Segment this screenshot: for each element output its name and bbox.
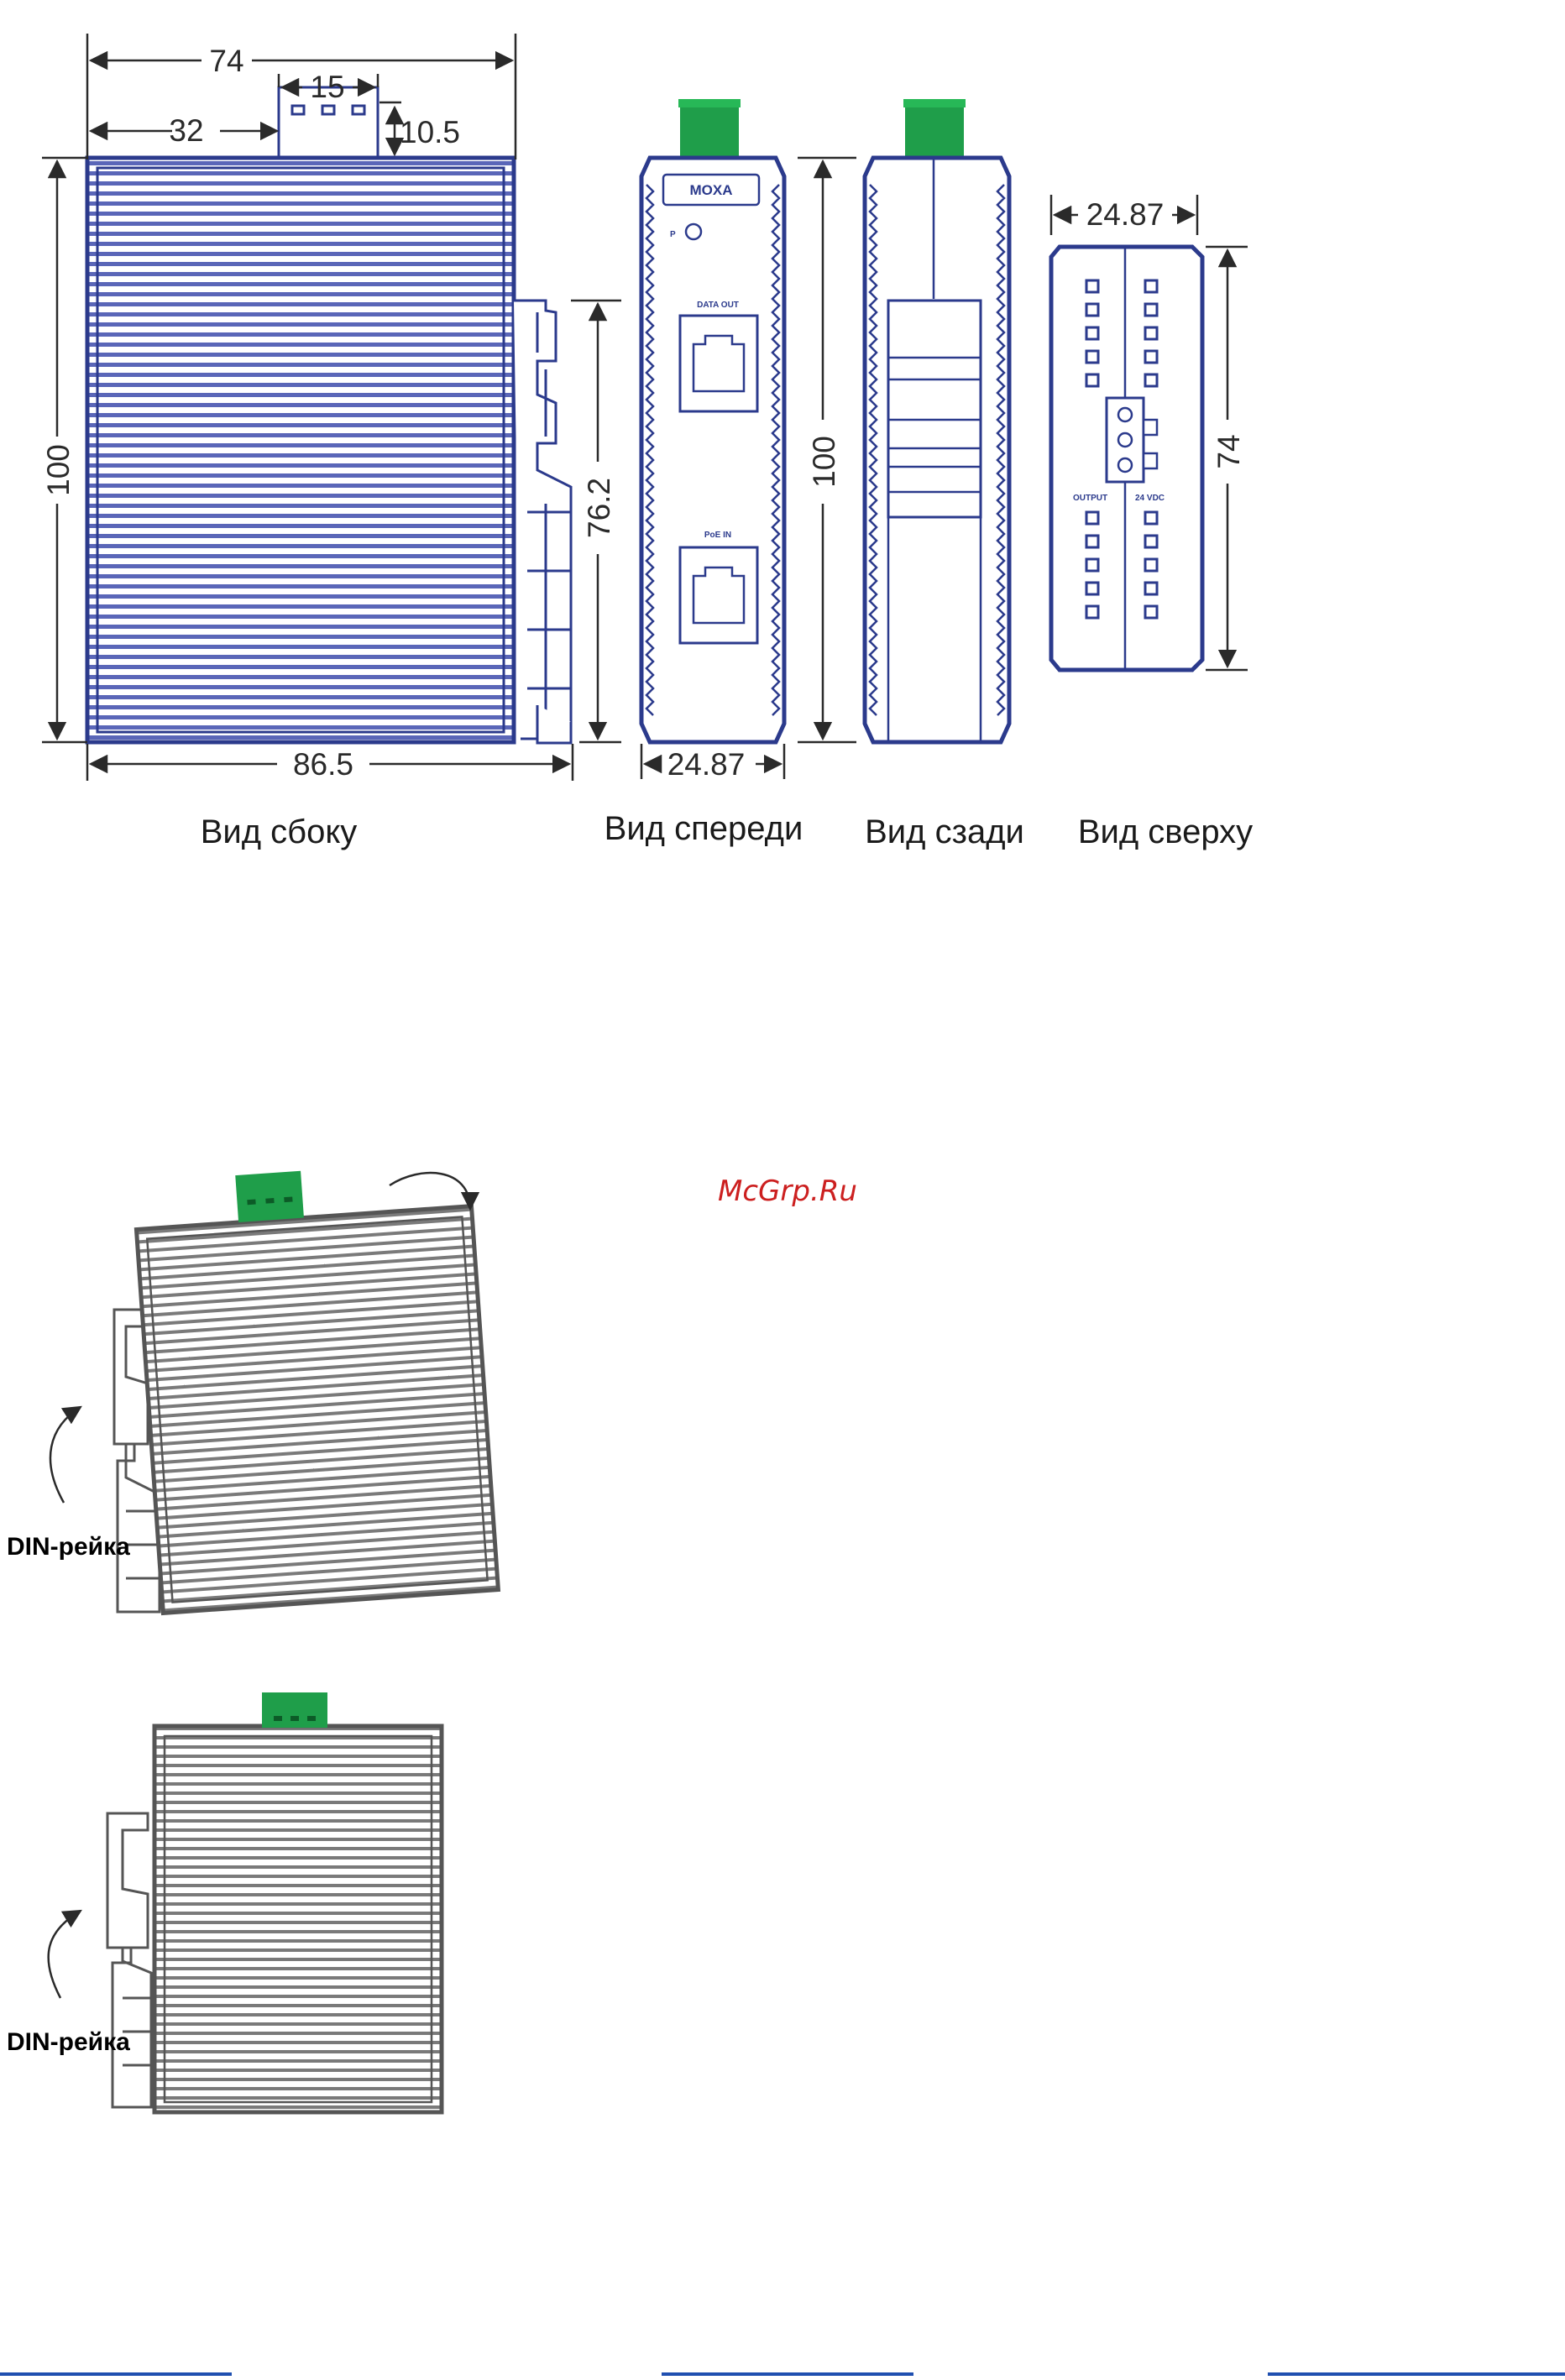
dim-front-width-24-87: 24.87 bbox=[667, 747, 746, 782]
mounted-connector bbox=[262, 1692, 327, 1728]
caption-rear-view: Вид сзади bbox=[865, 813, 1024, 850]
din-rail-clip bbox=[514, 301, 571, 743]
dim-height-100: 100 bbox=[41, 444, 76, 496]
top-view: 24.87 OUTPUT 24 VDC bbox=[1051, 195, 1253, 850]
side-view: 74 15 32 10.5 100 76.2 86.5 Вид сбоку bbox=[41, 34, 621, 850]
footer-rule-left bbox=[0, 2372, 232, 2376]
caption-side-view: Вид сбоку bbox=[201, 813, 358, 850]
output-label: OUTPUT bbox=[1073, 494, 1107, 503]
dim-connector-10-5: 10.5 bbox=[400, 115, 460, 149]
footer-rule-right bbox=[1268, 2372, 1565, 2376]
din-rail-label-2: DIN-рейка bbox=[7, 2028, 130, 2056]
install-step-2: DIN-рейка bbox=[7, 1692, 442, 2112]
dim-rail-76-2: 76.2 bbox=[582, 478, 616, 538]
din-rail-label-1: DIN-рейка bbox=[7, 1533, 130, 1561]
dim-offset-32: 32 bbox=[169, 113, 203, 148]
front-view: MOXA P DATA OUT PoE IN 24.87 Вид спереди bbox=[605, 99, 803, 847]
front-body bbox=[641, 158, 784, 742]
install-step-1: DIN-рейка bbox=[7, 1159, 498, 1614]
dim-top-length-74: 74 bbox=[1212, 434, 1246, 468]
port-data-out-label: DATA OUT bbox=[697, 301, 739, 310]
data-out-port-icon bbox=[680, 316, 757, 411]
mounted-body bbox=[154, 1726, 442, 2112]
rail-pointer-arrow-icon-2 bbox=[49, 1911, 81, 1998]
dim-rear-height-100: 100 bbox=[807, 436, 841, 488]
voltage-label: 24 VDC bbox=[1135, 494, 1165, 503]
caption-top-view: Вид сверху bbox=[1078, 813, 1253, 850]
rail-pointer-arrow-icon bbox=[50, 1407, 81, 1503]
dim-depth-86-5: 86.5 bbox=[293, 747, 353, 782]
watermark: McGrp.Ru bbox=[718, 1174, 857, 1208]
caption-front-view: Вид спереди bbox=[605, 810, 803, 847]
footer-rule-center bbox=[662, 2372, 913, 2376]
dim-connector-15: 15 bbox=[310, 70, 344, 104]
tilted-connector bbox=[235, 1171, 304, 1222]
poe-in-port-icon bbox=[680, 547, 757, 643]
rear-view: 100 Вид сзади bbox=[798, 99, 1024, 850]
led-label: P bbox=[670, 230, 676, 239]
din-clip-outline bbox=[888, 301, 981, 517]
rear-connector bbox=[905, 102, 964, 156]
dim-top-width-24-87: 24.87 bbox=[1086, 197, 1165, 232]
port-poe-in-label: PoE IN bbox=[704, 531, 731, 540]
tilted-body bbox=[136, 1206, 498, 1614]
side-body bbox=[87, 158, 514, 742]
rotate-arrow-icon bbox=[390, 1173, 470, 1209]
moxa-logo: MOXA bbox=[690, 182, 733, 198]
power-led-icon bbox=[686, 224, 701, 239]
dim-width-74: 74 bbox=[209, 44, 243, 78]
front-connector bbox=[680, 102, 739, 156]
